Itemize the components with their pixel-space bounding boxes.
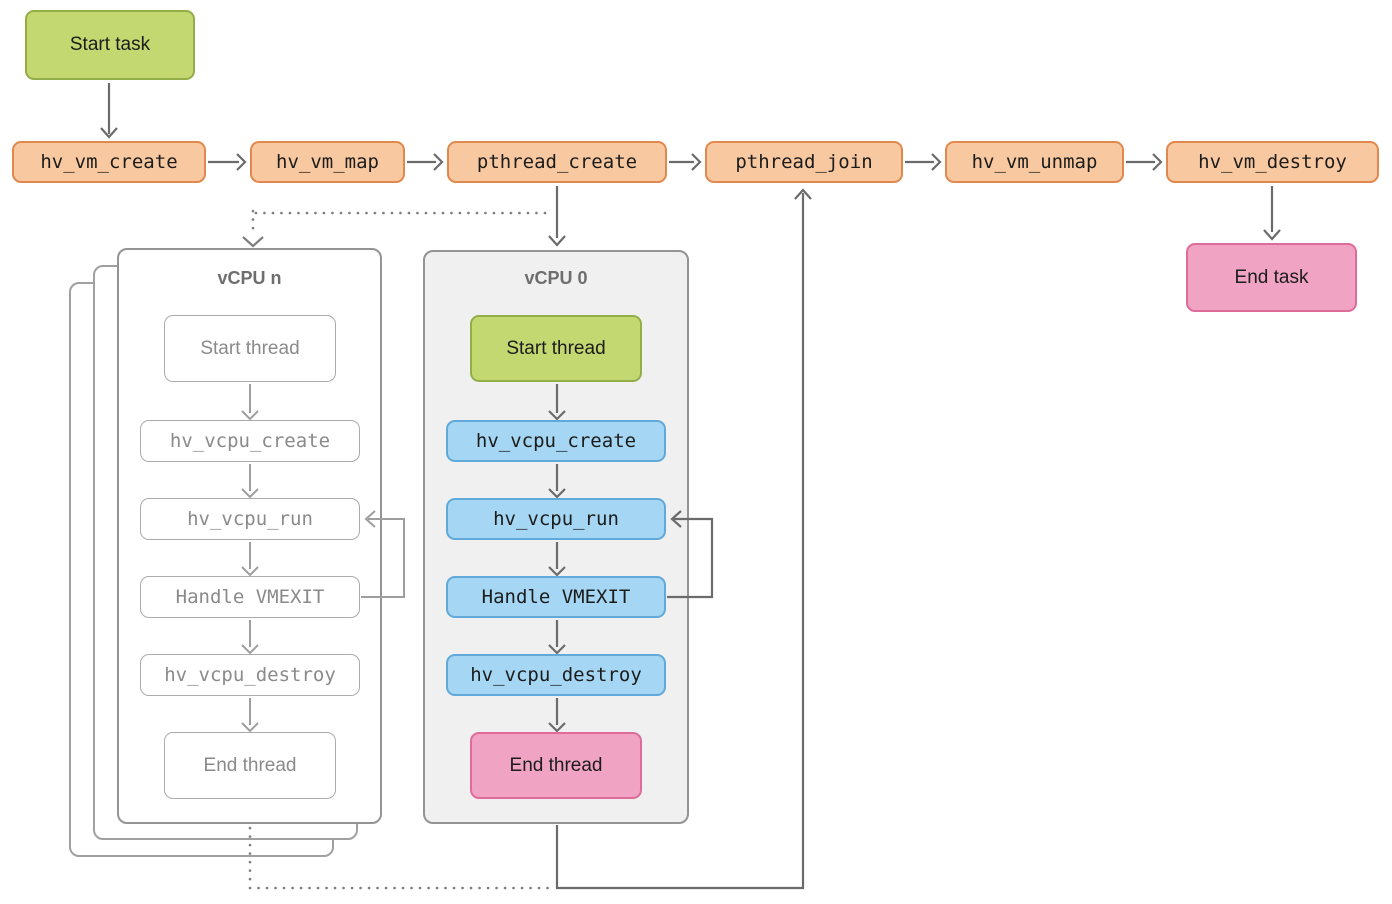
vcpu-n-end-thread-label: End thread [203,754,297,776]
node-hv-vm-unmap-label: hv_vm_unmap [971,151,1098,173]
node-pthread-join-label: pthread_join [735,151,873,173]
vcpu-n-hv-vcpu-destroy-label: hv_vcpu_destroy [164,664,336,686]
vcpu-n-start-thread: Start thread [164,315,336,382]
dotted-vcpu-n-to-pthread-join [248,826,550,890]
node-hv-vm-destroy: hv_vm_destroy [1166,141,1379,183]
vcpu-n-hv-vcpu-run-label: hv_vcpu_run [187,508,313,530]
node-hv-vm-unmap: hv_vm_unmap [945,141,1124,183]
vcpu-0-vmexit-loop-arrow [667,510,714,599]
vcpu-n-step-arrows [241,384,259,733]
arrow-pthread-create-to-vcpu-0 [548,186,566,247]
node-hv-vm-create-label: hv_vm_create [40,151,178,173]
vcpu-0-hv-vcpu-run-label: hv_vcpu_run [493,508,619,530]
vcpu-0-step-arrows [548,384,566,733]
vcpu-0-handle-vmexit: Handle VMEXIT [446,576,666,618]
vcpu-0-handle-vmexit-label: Handle VMEXIT [481,586,631,608]
arrow-hv-vm-create-to-hv-vm-map [208,153,247,171]
dotted-arrowhead-vcpu-n [242,236,264,248]
vcpu-n-title: vCPU n [217,268,282,288]
vcpu-n-start-thread-label: Start thread [200,337,300,359]
vcpu-n-handle-vmexit-label: Handle VMEXIT [175,586,325,608]
vcpu-n-hv-vcpu-create-label: hv_vcpu_create [169,430,331,452]
vcpu-n-end-thread: End thread [164,732,336,799]
node-start-task: Start task [25,10,195,80]
node-hv-vm-map: hv_vm_map [250,141,405,183]
vcpu-0-hv-vcpu-create: hv_vcpu_create [446,420,666,462]
arrow-start-task-to-hv-vm-create [100,83,118,139]
arrow-hv-vm-map-to-pthread-create [407,153,444,171]
arrow-pthread-create-to-pthread-join [669,153,702,171]
vcpu-n-hv-vcpu-destroy: hv_vcpu_destroy [140,654,360,696]
node-start-task-label: Start task [69,34,151,55]
vcpu-0-hv-vcpu-run: hv_vcpu_run [446,498,666,540]
node-hv-vm-map-label: hv_vm_map [276,151,379,173]
node-pthread-create: pthread_create [447,141,667,183]
arrow-hv-vm-unmap-to-hv-vm-destroy [1126,153,1163,171]
node-pthread-create-label: pthread_create [476,151,638,173]
node-end-task: End task [1186,243,1357,312]
arrow-hv-vm-destroy-to-end-task [1263,186,1281,241]
vcpu-0-hv-vcpu-destroy: hv_vcpu_destroy [446,654,666,696]
node-hv-vm-destroy-label: hv_vm_destroy [1198,151,1347,173]
vcpu-0-start-thread: Start thread [470,315,642,382]
vcpu-n-vmexit-loop-arrow [361,510,405,598]
vcpu-0-start-thread-label: Start thread [506,337,606,359]
vcpu-n-hv-vcpu-create: hv_vcpu_create [140,420,360,462]
vcpu-n-handle-vmexit: Handle VMEXIT [140,576,360,618]
vcpu-0-hv-vcpu-create-label: hv_vcpu_create [475,430,637,452]
arrow-pthread-join-to-hv-vm-unmap [905,153,942,171]
node-end-task-label: End task [1234,266,1309,288]
vcpu-0-hv-vcpu-destroy-label: hv_vcpu_destroy [470,664,642,686]
arrow-vcpu-0-to-pthread-join [555,188,812,890]
node-pthread-join: pthread_join [705,141,903,183]
vcpu-n-hv-vcpu-run: hv_vcpu_run [140,498,360,540]
node-hv-vm-create: hv_vm_create [12,141,206,183]
vcpu-0-title: vCPU 0 [524,268,588,288]
dotted-pthread-create-to-vcpu-n [251,209,547,236]
vcpu-0-end-thread-label: End thread [509,754,603,776]
vcpu-0-end-thread: End thread [470,732,642,799]
